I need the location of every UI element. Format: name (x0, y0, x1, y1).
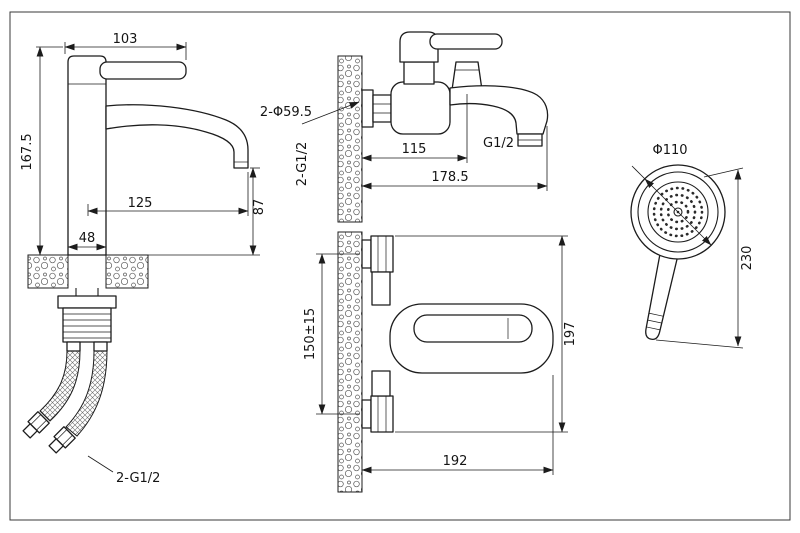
shower-handle (645, 248, 680, 340)
dim-167-5: 167.5 (20, 46, 63, 256)
dim-label: 48 (79, 231, 96, 246)
basin-mixer-view: 103 167.5 125 87 48 2-G1/2 (20, 32, 267, 486)
dim-150: 150±15 (303, 253, 360, 415)
basin-handle-lever (99, 61, 187, 80)
dim-48: 48 (67, 231, 107, 251)
escutcheon (361, 239, 372, 269)
label-escutcheon-dia: 2-Φ59.5 2-G1/2 (260, 101, 360, 186)
label-basin-thread: 2-G1/2 (87, 455, 160, 486)
dim-103: 103 (64, 32, 187, 60)
dim-125: 125 (87, 172, 249, 216)
dim-197: 197 (395, 235, 578, 433)
dim-label: Φ110 (652, 143, 687, 158)
dim-label: 103 (113, 32, 138, 47)
hex-nut (370, 235, 394, 273)
thread-label: G1/2 (483, 136, 514, 151)
dim-label: 230 (740, 246, 755, 271)
escutcheon (361, 89, 374, 128)
dim-label: 150±15 (303, 308, 318, 360)
wall-hatch (337, 231, 363, 493)
bath-mixer-side-view: 2-Φ59.5 2-G1/2 G1/2 115 178.5 (260, 31, 549, 223)
dim-label: 125 (128, 196, 153, 211)
dim-phi110: Φ110 (631, 143, 712, 246)
hex-nut (372, 94, 392, 123)
drawing-border (9, 11, 791, 521)
basin-counter-hatch (27, 254, 149, 289)
dim-label: 2-Φ59.5 (260, 105, 312, 120)
dim-label: 167.5 (20, 133, 35, 170)
dim-230: 230 (655, 167, 755, 349)
inlet-top (361, 235, 394, 306)
basin-supply-hoses (22, 350, 108, 454)
inlet-bottom (361, 370, 394, 433)
dim-label: 197 (563, 322, 578, 347)
mixer-side-body (361, 31, 549, 147)
mixer-spout (449, 85, 549, 135)
dim-87: 87 (148, 167, 267, 256)
mixer-handle-lever (413, 314, 533, 343)
basin-spout (105, 104, 249, 169)
hex-nut (370, 395, 394, 433)
basin-mounting-hardware (57, 288, 117, 352)
dim-192: 192 (361, 375, 554, 475)
thread-label: 2-G1/2 (116, 471, 160, 486)
hose-connector (22, 411, 50, 439)
dim-label: 115 (402, 142, 427, 157)
dim-115: 115 (361, 94, 468, 163)
hand-shower-view: Φ110 230 (630, 143, 755, 349)
mixer-front-body (389, 303, 554, 374)
dim-label: 178.5 (431, 170, 468, 185)
thread-label: 2-G1/2 (295, 142, 310, 186)
dim-label: 87 (252, 199, 267, 216)
hose-connector (48, 426, 76, 454)
escutcheon (361, 399, 372, 429)
wall-hatch (337, 55, 363, 223)
dim-178-5: 178.5 (361, 126, 548, 191)
dim-label: 192 (443, 454, 468, 469)
mixer-handle-lever (429, 33, 503, 50)
label-outlet-thread: G1/2 (483, 136, 514, 151)
basin-mixer-body (67, 55, 249, 256)
bath-mixer-front-view: 150±15 197 192 (303, 231, 578, 493)
